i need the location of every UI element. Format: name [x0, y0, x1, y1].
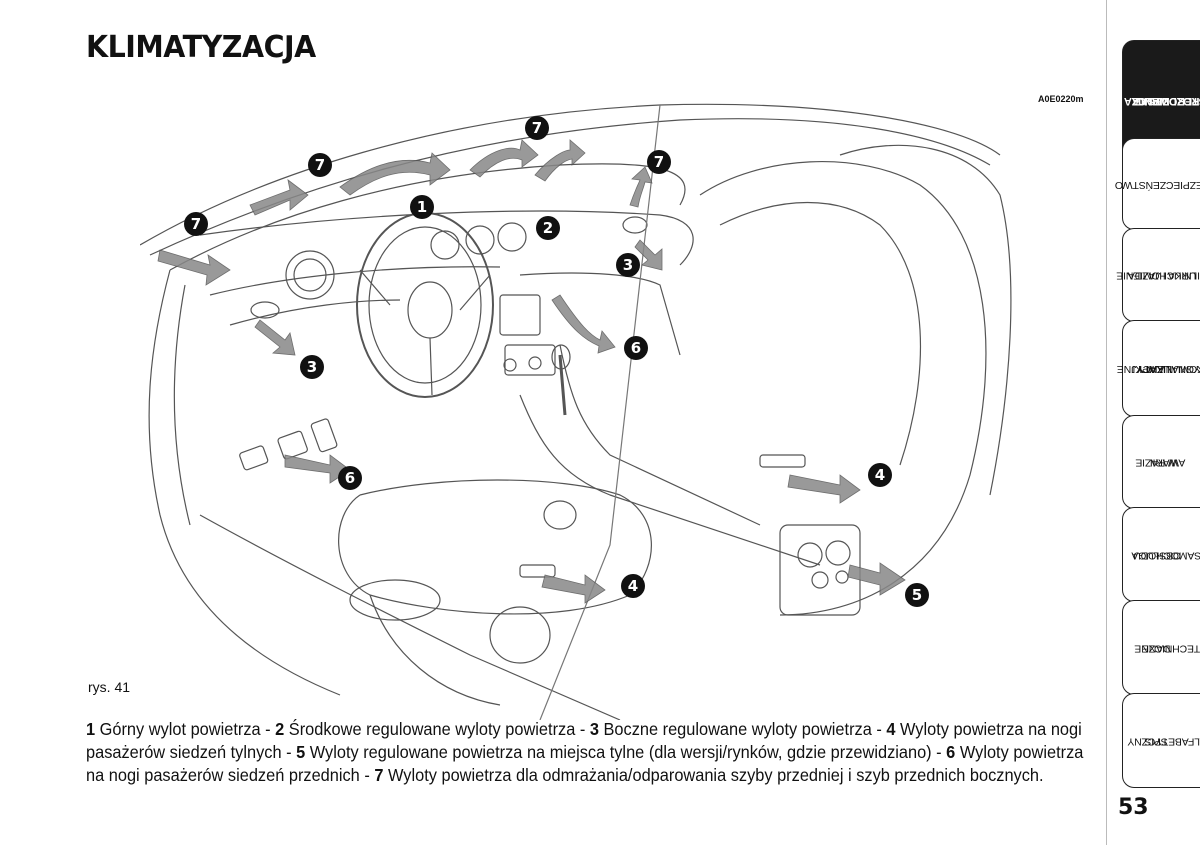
page-number: 53: [1118, 795, 1149, 820]
callout-3: 3: [616, 253, 640, 277]
svg-text:7: 7: [654, 153, 664, 171]
callout-2: 2: [536, 216, 560, 240]
callout-7: 7: [525, 116, 549, 140]
page-title: KLIMATYZACJA: [86, 30, 316, 65]
callout-3: 3: [300, 355, 324, 379]
callout-1: 1: [410, 195, 434, 219]
car-interior-illustration: 1 2 3 3 4 4 5 6 6 7 7 7 7: [140, 103, 1012, 720]
svg-text:7: 7: [191, 215, 201, 233]
tab-bezpieczenstwo[interactable]: BEZPIECZEŃSTWO: [1115, 138, 1200, 230]
svg-text:4: 4: [875, 466, 885, 484]
svg-text:3: 3: [623, 256, 633, 274]
svg-text:6: 6: [631, 339, 641, 357]
section-tabs: DESKAROZDZIELCZAI STEROWANIE BEZPIECZEŃS…: [1108, 0, 1200, 845]
svg-text:5: 5: [912, 586, 922, 604]
margin-line: [1106, 0, 1107, 845]
svg-text:2: 2: [543, 219, 553, 237]
callout-7: 7: [647, 150, 671, 174]
callout-4: 4: [868, 463, 892, 487]
figure-code: A0E0220m: [1038, 94, 1084, 104]
figure-caption: 1 Górny wylot powietrza - 2 Środkowe reg…: [86, 719, 1084, 785]
callout-7: 7: [308, 153, 332, 177]
callout-6: 6: [338, 466, 362, 490]
svg-text:7: 7: [532, 119, 542, 137]
svg-text:6: 6: [345, 469, 355, 487]
callout-5: 5: [905, 583, 929, 607]
tab-lampki[interactable]: LAMPKISYGNALIZACYJNEI KOMUNIKATY: [1117, 320, 1200, 417]
callout-4: 4: [621, 574, 645, 598]
svg-text:3: 3: [307, 358, 317, 376]
svg-text:7: 7: [315, 156, 325, 174]
figure-label: rys. 41: [88, 679, 131, 695]
callout-6: 6: [624, 336, 648, 360]
callout-7: 7: [184, 212, 208, 236]
svg-text:4: 4: [628, 577, 638, 595]
svg-text:1: 1: [417, 198, 427, 216]
